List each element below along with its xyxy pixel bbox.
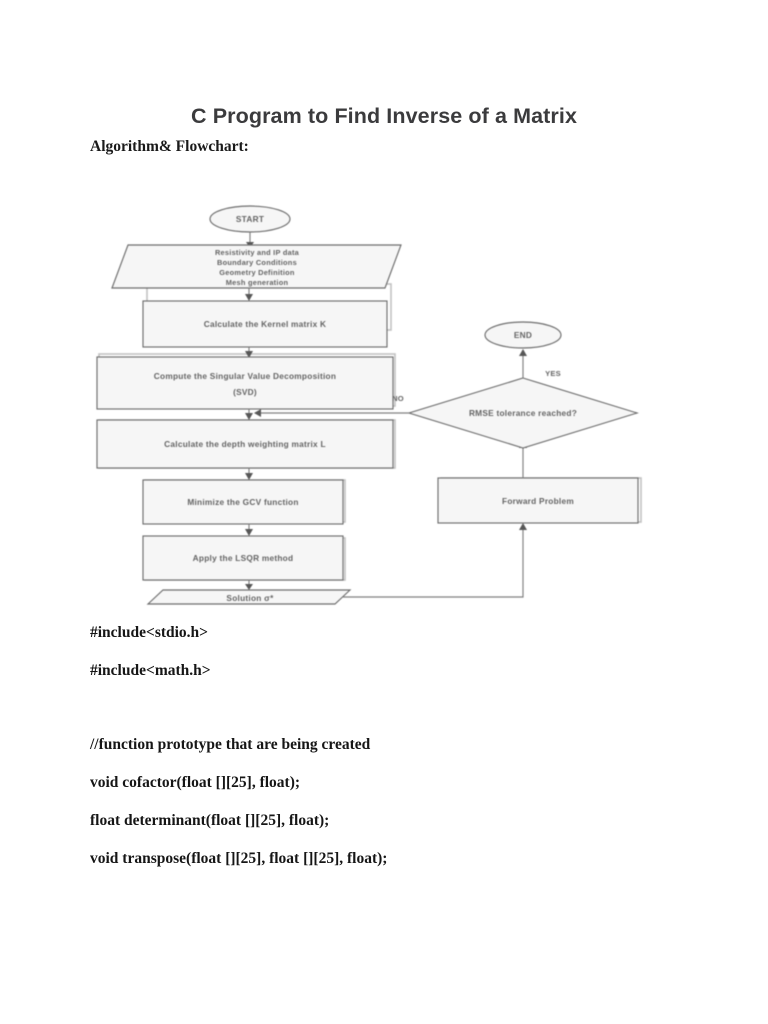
- flow-node-input-line-4: Mesh generation: [226, 278, 289, 287]
- flow-node-start-label: START: [236, 214, 264, 224]
- flow-node-svd-label-line2: (SVD): [233, 387, 257, 397]
- flow-node-kernel-matrix-label: Calculate the Kernel matrix K: [204, 319, 327, 329]
- flow-node-input-line-1: Resistivity and IP data: [215, 248, 300, 257]
- flow-node-decision-rmse: [407, 377, 639, 449]
- flow-node-end: [484, 321, 562, 349]
- flow-edge-label-yes: YES: [545, 369, 561, 378]
- flow-node-forward-problem: [437, 477, 639, 524]
- flow-node-forward-problem-label: Forward Problem: [502, 496, 574, 506]
- flow-node-decision-rmse-label: RMSE tolerance reached?: [469, 408, 577, 418]
- flow-node-svd-label-line1: Compute the Singular Value Decomposition: [154, 371, 336, 381]
- flow-node-input-line-3: Geometry Definition: [219, 268, 295, 277]
- code-line-comment-function-prototype: //function prototype that are being crea…: [90, 736, 371, 753]
- code-line-prototype-determinant: float determinant(float [][25], float);: [90, 812, 330, 829]
- flow-node-end-label: END: [514, 330, 532, 340]
- section-heading-algorithm-flowchart: Algorithm& Flowchart:: [90, 138, 249, 155]
- flow-node-solution: [146, 589, 352, 605]
- flow-node-lsqr: [142, 535, 344, 581]
- flowchart-figure: START Resistivity and IP data Boundary C…: [85, 198, 655, 618]
- flow-node-depth-weighting-label: Calculate the depth weighting matrix L: [164, 439, 326, 449]
- flow-edge-label-no: NO: [392, 394, 404, 403]
- flow-node-depth-weighting: [96, 419, 394, 469]
- code-line-prototype-cofactor: void cofactor(float [][25], float);: [90, 774, 301, 791]
- flow-node-lsqr-label: Apply the LSQR method: [193, 553, 294, 563]
- code-line-include-math: #include<math.h>: [90, 662, 211, 679]
- flow-node-solution-label: Solution σ*: [226, 593, 274, 603]
- flow-node-gcv: [142, 479, 344, 525]
- flow-node-svd: [96, 356, 394, 410]
- page-title: C Program to Find Inverse of a Matrix: [191, 104, 577, 129]
- flow-node-input-data: [111, 244, 402, 289]
- code-line-prototype-transpose: void transpose(float [][25], float [][25…: [90, 850, 388, 867]
- flow-node-kernel-matrix: [142, 300, 388, 348]
- flow-node-gcv-label: Minimize the GCV function: [187, 497, 298, 507]
- code-line-include-stdio: #include<stdio.h>: [90, 624, 209, 641]
- flow-node-input-line-2: Boundary Conditions: [217, 258, 297, 267]
